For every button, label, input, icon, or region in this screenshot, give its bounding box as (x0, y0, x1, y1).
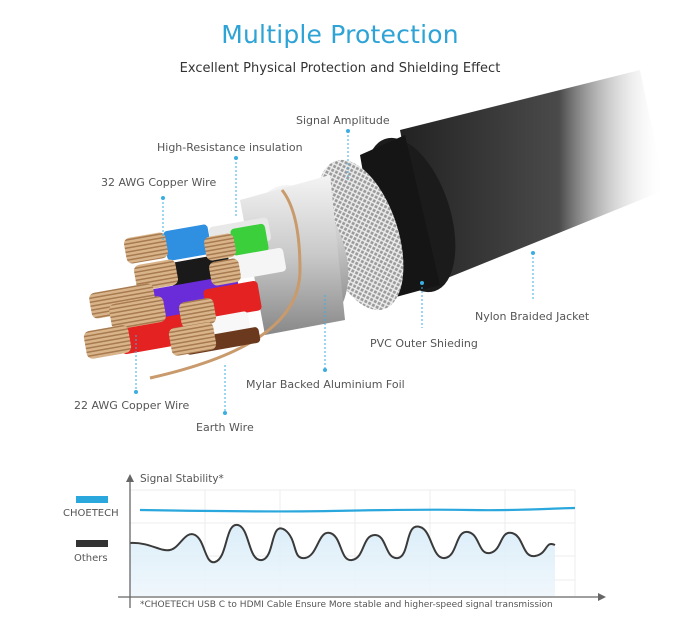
legend-swatch-choetech (76, 496, 108, 503)
page-subtitle: Excellent Physical Protection and Shield… (179, 61, 501, 76)
callout-nylon-braided-jacket: Nylon Braided Jacket (475, 310, 590, 323)
callout-22awg-copper-wire: 22 AWG Copper Wire (74, 399, 190, 412)
nylon-braided-jacket (400, 70, 665, 285)
cable-illustration (83, 70, 665, 415)
copper-strand-ends (83, 232, 241, 359)
others-fill (130, 524, 555, 596)
callout-mylar-foil: Mylar Backed Aluminium Foil (246, 378, 405, 391)
legend-swatch-others (76, 540, 108, 547)
y-axis-arrow (126, 474, 134, 482)
others-line (129, 524, 556, 564)
x-axis-arrow (598, 593, 606, 601)
callout-high-resistance-insulation: High-Resistance insulation (157, 141, 303, 154)
choetech-line (139, 506, 576, 513)
legend-label-others: Others (74, 553, 108, 564)
page-title: Multiple Protection (221, 20, 459, 49)
callout-earth-wire: Earth Wire (196, 421, 254, 434)
earth-wire (149, 189, 302, 380)
mylar-foil (240, 175, 349, 335)
chart-title: Signal Stability* (140, 473, 224, 485)
callout-32awg-copper-wire: 32 AWG Copper Wire (101, 176, 217, 189)
callout-leaders (134, 129, 535, 415)
chart-footnote: *CHOETECH USB C to HDMI Cable Ensure Mor… (140, 600, 553, 610)
callout-signal-amplitude: Signal Amplitude (296, 114, 390, 127)
callout-pvc-outer-shielding: PVC Outer Shieding (370, 337, 478, 350)
legend-label-choetech: CHOETECH (63, 508, 119, 519)
